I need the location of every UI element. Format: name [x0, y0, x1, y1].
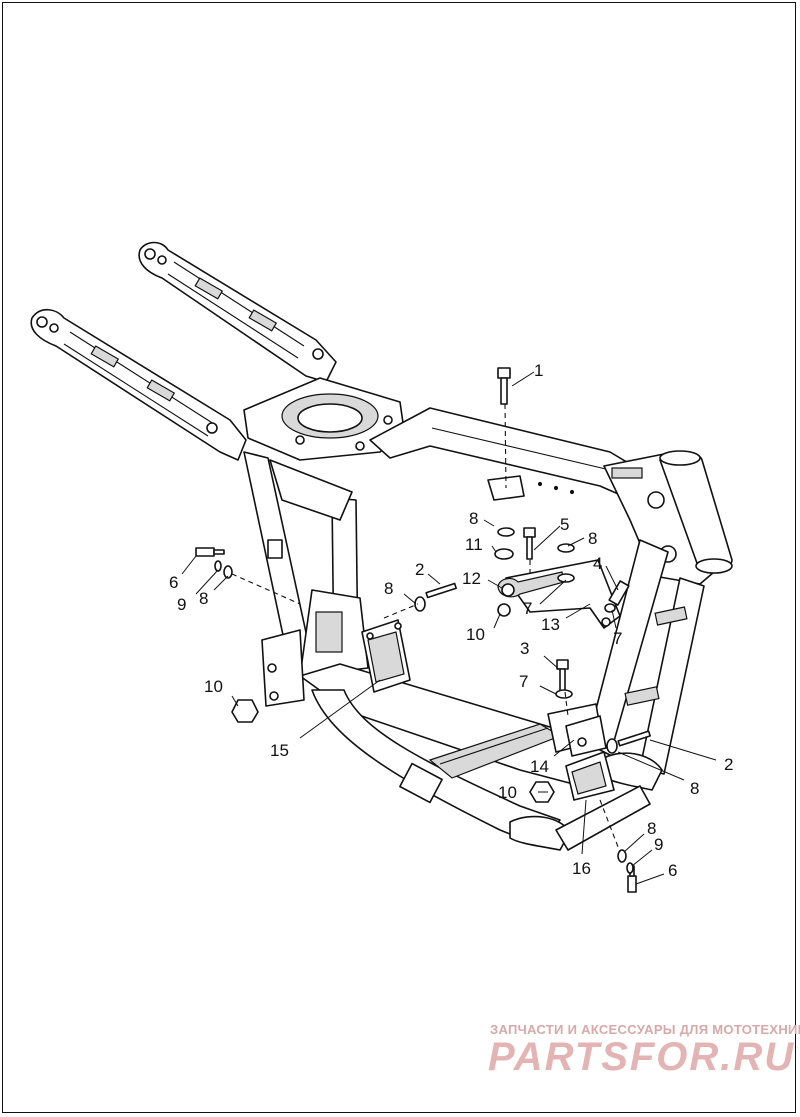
callout-8: 8	[588, 529, 597, 548]
alignment-lines	[231, 403, 621, 853]
callout-10: 10	[498, 783, 517, 802]
callout-8: 8	[469, 509, 478, 528]
callout-3: 3	[520, 639, 529, 658]
seat-crossmember	[243, 377, 405, 461]
callout-8: 8	[647, 819, 656, 838]
callout-2: 2	[415, 560, 424, 579]
lower-frame-rails	[299, 663, 663, 851]
callout-7: 7	[523, 599, 532, 618]
front-engine-mount	[547, 703, 615, 801]
callout-9: 9	[177, 595, 186, 614]
callout-2: 2	[724, 755, 733, 774]
callout-6: 6	[668, 861, 677, 880]
callout-7: 7	[519, 672, 528, 691]
callout-7: 7	[613, 629, 622, 648]
callout-14: 14	[530, 757, 549, 776]
watermark-logo: PARTSFOR.RU	[488, 1035, 795, 1079]
callout-16: 16	[572, 859, 591, 878]
callout-8: 8	[384, 579, 393, 598]
callout-5: 5	[560, 515, 569, 534]
callout-10: 10	[466, 625, 485, 644]
callout-1: 1	[534, 361, 543, 380]
rear-engine-mount	[261, 619, 411, 707]
callout-labels: 1 2 2 3 4 5 6 6 7 7 7 8 8 8 8 8 8 9 9 10…	[169, 361, 733, 880]
callout-13: 13	[541, 615, 560, 634]
callout-9: 9	[654, 835, 663, 854]
watermark: ЗАПЧАСТИ И АКСЕССУАРЫ ДЛЯ МОТОТЕХНИКИ PA…	[488, 1022, 800, 1079]
callout-10: 10	[204, 677, 223, 696]
upper-rear-rail-left	[30, 308, 247, 461]
callout-4: 4	[593, 554, 602, 573]
callout-8: 8	[690, 779, 699, 798]
callout-8: 8	[199, 589, 208, 608]
leader-lines	[181, 371, 717, 885]
callout-11: 11	[465, 535, 483, 554]
callout-15: 15	[270, 741, 289, 760]
upper-rear-rail-right	[138, 241, 337, 383]
steering-head	[603, 450, 733, 585]
callout-6: 6	[169, 573, 178, 592]
rear-vertical-tubes	[243, 451, 369, 677]
watermark-tagline: ЗАПЧАСТИ И АКСЕССУАРЫ ДЛЯ МОТОТЕХНИКИ	[490, 1022, 800, 1037]
callout-12: 12	[462, 569, 481, 588]
